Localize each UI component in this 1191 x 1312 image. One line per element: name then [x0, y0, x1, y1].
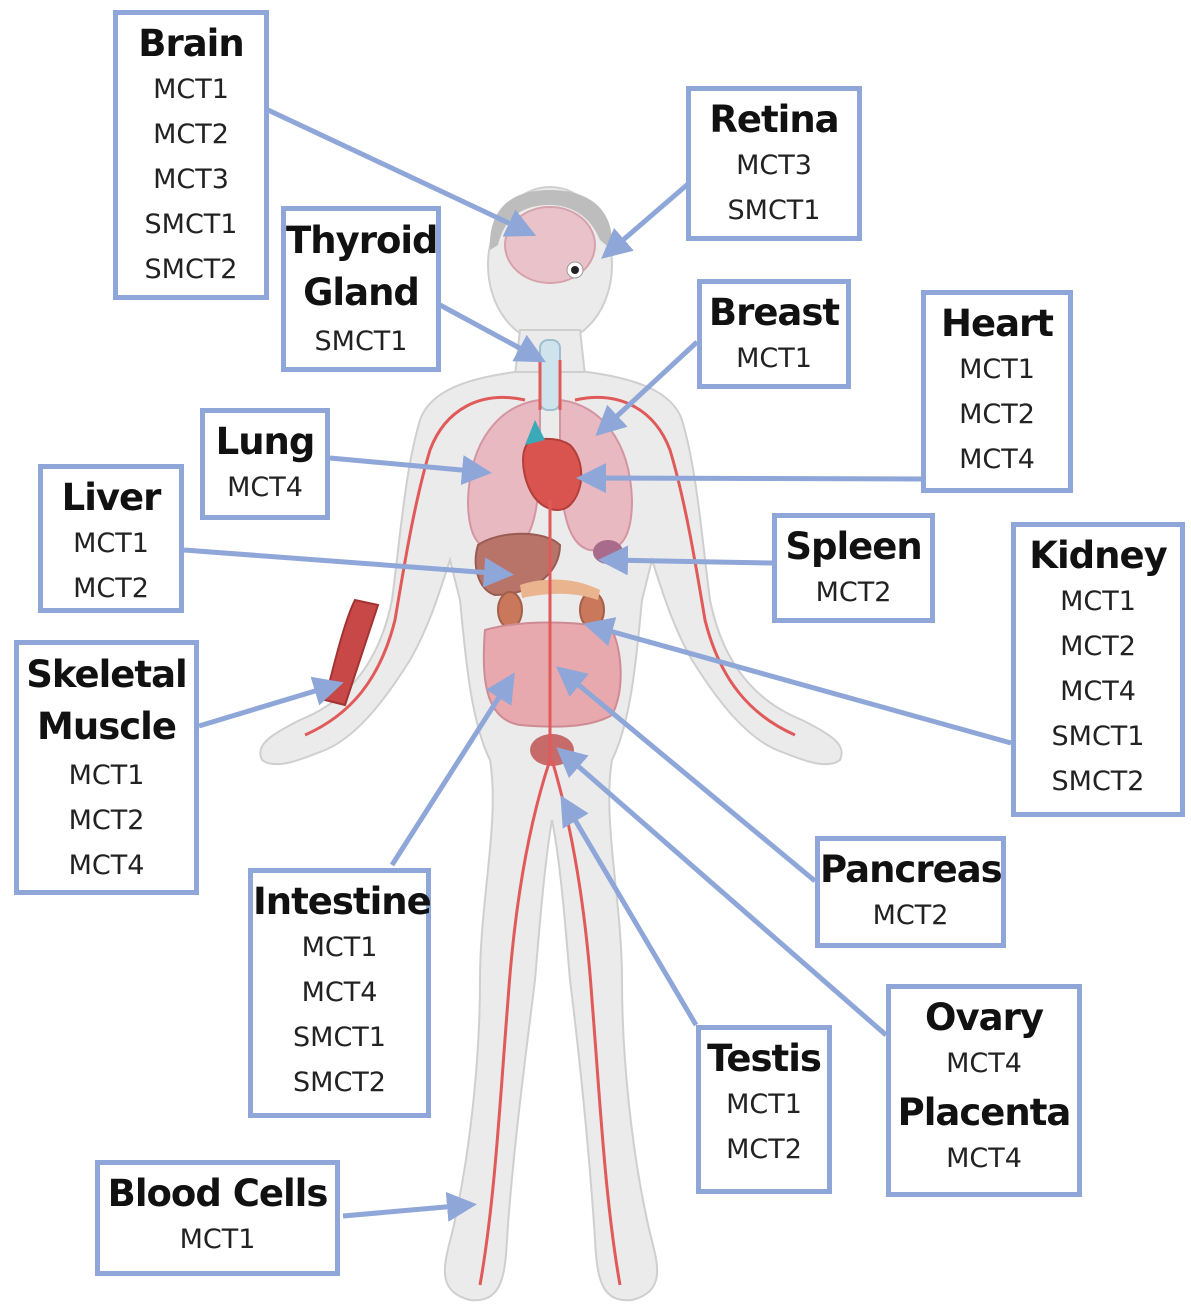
lung-title: Lung [205, 419, 325, 465]
testis-title: Testis [701, 1036, 827, 1082]
placenta-title: Placenta [891, 1090, 1077, 1136]
brain-title: Brain [118, 21, 264, 67]
kidney-item: SMCT2 [1016, 759, 1180, 804]
intestine-item: SMCT2 [253, 1060, 426, 1105]
brain-item: MCT2 [118, 112, 264, 157]
breast-item: MCT1 [702, 336, 846, 381]
liver-label-box: Liver MCT1 MCT2 [38, 464, 184, 613]
kidney-item: MCT1 [1016, 579, 1180, 624]
heart-item: MCT4 [926, 437, 1068, 482]
brain-label-box: Brain MCT1 MCT2 MCT3 SMCT1 SMCT2 [113, 10, 269, 300]
heart-item: MCT2 [926, 392, 1068, 437]
intestine-label-box: Intestine MCT1 MCT4 SMCT1 SMCT2 [248, 868, 431, 1118]
heart-label-box: Heart MCT1 MCT2 MCT4 [921, 290, 1073, 493]
left-kidney [498, 592, 522, 628]
liver-item: MCT2 [43, 566, 179, 611]
spleen-title: Spleen [777, 524, 930, 570]
breast-label-box: Breast MCT1 [697, 279, 851, 389]
thyroid-item: SMCT1 [286, 319, 436, 364]
kidney-label-box: Kidney MCT1 MCT2 MCT4 SMCT1 SMCT2 [1011, 522, 1185, 817]
brain-item: SMCT1 [118, 202, 264, 247]
testis-item: MCT2 [701, 1127, 827, 1172]
intestine-title: Intestine [253, 879, 426, 925]
thyroid-title-line2: Gland [286, 267, 436, 319]
breast-title: Breast [702, 290, 846, 336]
pancreas-item: MCT2 [820, 893, 1001, 938]
ovary-placenta-label-box: Ovary MCT4 Placenta MCT4 [886, 984, 1082, 1197]
testis-item: MCT1 [701, 1082, 827, 1127]
retina-label-box: Retina MCT3 SMCT1 [686, 86, 862, 241]
blood-cells-label-box: Blood Cells MCT1 [95, 1160, 340, 1276]
skeletal-title-line1: Skeletal [19, 649, 194, 701]
lung-item: MCT4 [205, 465, 325, 510]
intestine-item: MCT1 [253, 925, 426, 970]
blood-cells-title: Blood Cells [100, 1171, 335, 1217]
brain-item: MCT1 [118, 67, 264, 112]
retina-item: MCT3 [691, 143, 857, 188]
brain-item: SMCT2 [118, 247, 264, 292]
intestine-item: MCT4 [253, 970, 426, 1015]
kidney-item: MCT2 [1016, 624, 1180, 669]
liver-item: MCT1 [43, 521, 179, 566]
pancreas-label-box: Pancreas MCT2 [815, 836, 1006, 948]
thyroid-label-box: Thyroid Gland SMCT1 [281, 206, 441, 372]
skeletal-item: MCT2 [19, 798, 194, 843]
intestines [484, 623, 621, 727]
intestine-item: SMCT1 [253, 1015, 426, 1060]
testis-label-box: Testis MCT1 MCT2 [696, 1025, 832, 1194]
kidney-item: MCT4 [1016, 669, 1180, 714]
skeletal-item: MCT1 [19, 753, 194, 798]
retina-title: Retina [691, 97, 857, 143]
lung-label-box: Lung MCT4 [200, 408, 330, 520]
ovary-item: MCT4 [891, 1041, 1077, 1086]
spleen-item: MCT2 [777, 570, 930, 615]
skeletal-item: MCT4 [19, 843, 194, 888]
trachea [540, 340, 560, 410]
pancreas-title: Pancreas [820, 847, 1001, 893]
ovary-title: Ovary [891, 995, 1077, 1041]
placenta-item: MCT4 [891, 1136, 1077, 1181]
heart-item: MCT1 [926, 347, 1068, 392]
liver-title: Liver [43, 475, 179, 521]
blood-cells-item: MCT1 [100, 1217, 335, 1262]
skeletal-title-line2: Muscle [19, 701, 194, 753]
kidney-title: Kidney [1016, 533, 1180, 579]
skeletal-muscle-label-box: Skeletal Muscle MCT1 MCT2 MCT4 [14, 640, 199, 895]
kidney-item: SMCT1 [1016, 714, 1180, 759]
heart-title: Heart [926, 301, 1068, 347]
retina-item: SMCT1 [691, 188, 857, 233]
brain-item: MCT3 [118, 157, 264, 202]
spleen-label-box: Spleen MCT2 [772, 513, 935, 623]
thyroid-title-line1: Thyroid [286, 215, 436, 267]
